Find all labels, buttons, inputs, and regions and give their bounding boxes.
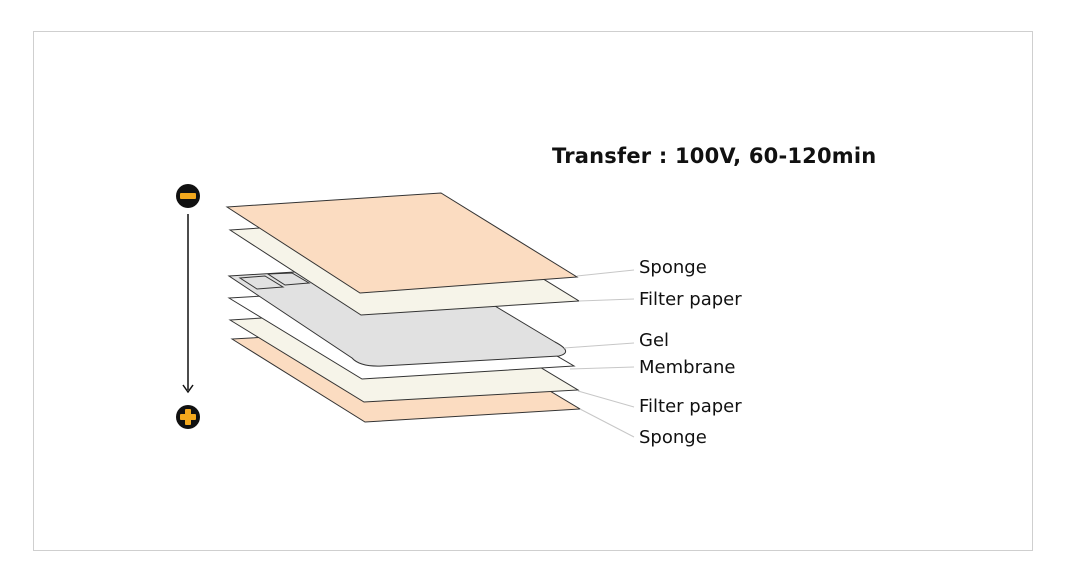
diagram-title: Transfer : 100V, 60-120min [552, 144, 877, 168]
gel-comb-tab-left [238, 275, 285, 290]
layer-gel [227, 263, 566, 367]
leader-line-sponge-bottom [579, 408, 635, 438]
plus-circle-icon [176, 405, 200, 429]
layer-sponge-top [225, 192, 579, 294]
gel-comb-tab-right [266, 272, 311, 286]
gel-body [227, 263, 566, 367]
leader-line-sponge-top [576, 269, 635, 277]
label-sponge-bottom: Sponge [639, 427, 707, 448]
label-sponge-top: Sponge [639, 257, 707, 278]
down-arrow-icon [182, 214, 194, 394]
label-filter-paper-top: Filter paper [639, 289, 742, 310]
label-filter-paper-bottom: Filter paper [639, 396, 742, 417]
leader-line-filter-top [578, 298, 635, 302]
leader-line-gel [563, 342, 635, 349]
leader-line-membrane [569, 366, 635, 370]
minus-circle-icon [176, 184, 200, 208]
leader-line-filter-bottom [577, 390, 635, 408]
label-membrane: Membrane [639, 357, 736, 378]
label-gel: Gel [639, 330, 670, 351]
